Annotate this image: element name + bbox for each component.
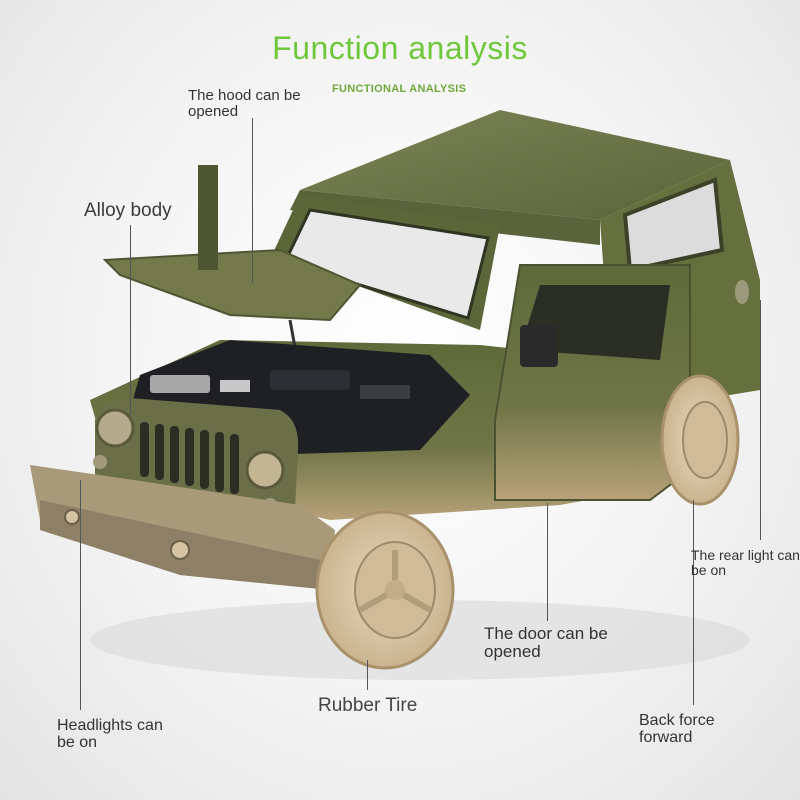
page-title: Function analysis xyxy=(272,30,528,66)
headlights-callout-label: Headlights can be on xyxy=(57,717,163,751)
hood-callout-line xyxy=(252,118,253,283)
rubber-tire-callout-label: Rubber Tire xyxy=(318,695,418,716)
back-force-callout-line xyxy=(693,500,694,705)
headlights-callout-line xyxy=(80,480,81,710)
rear-light-callout-line xyxy=(760,300,761,540)
rear-light-callout-label: The rear light can be on xyxy=(691,547,800,578)
alloy-callout-line xyxy=(130,225,131,415)
back-force-callout-label: Back force forward xyxy=(639,712,715,746)
alloy-body-callout-label: Alloy body xyxy=(84,200,172,221)
door-callout-label: The door can be opened xyxy=(484,624,608,661)
door-callout-line xyxy=(547,503,548,621)
page-subtitle: FUNCTIONAL ANALYSIS xyxy=(332,83,467,95)
tire-callout-line xyxy=(367,660,368,690)
hood-callout-label: The hood can be opened xyxy=(188,87,301,120)
